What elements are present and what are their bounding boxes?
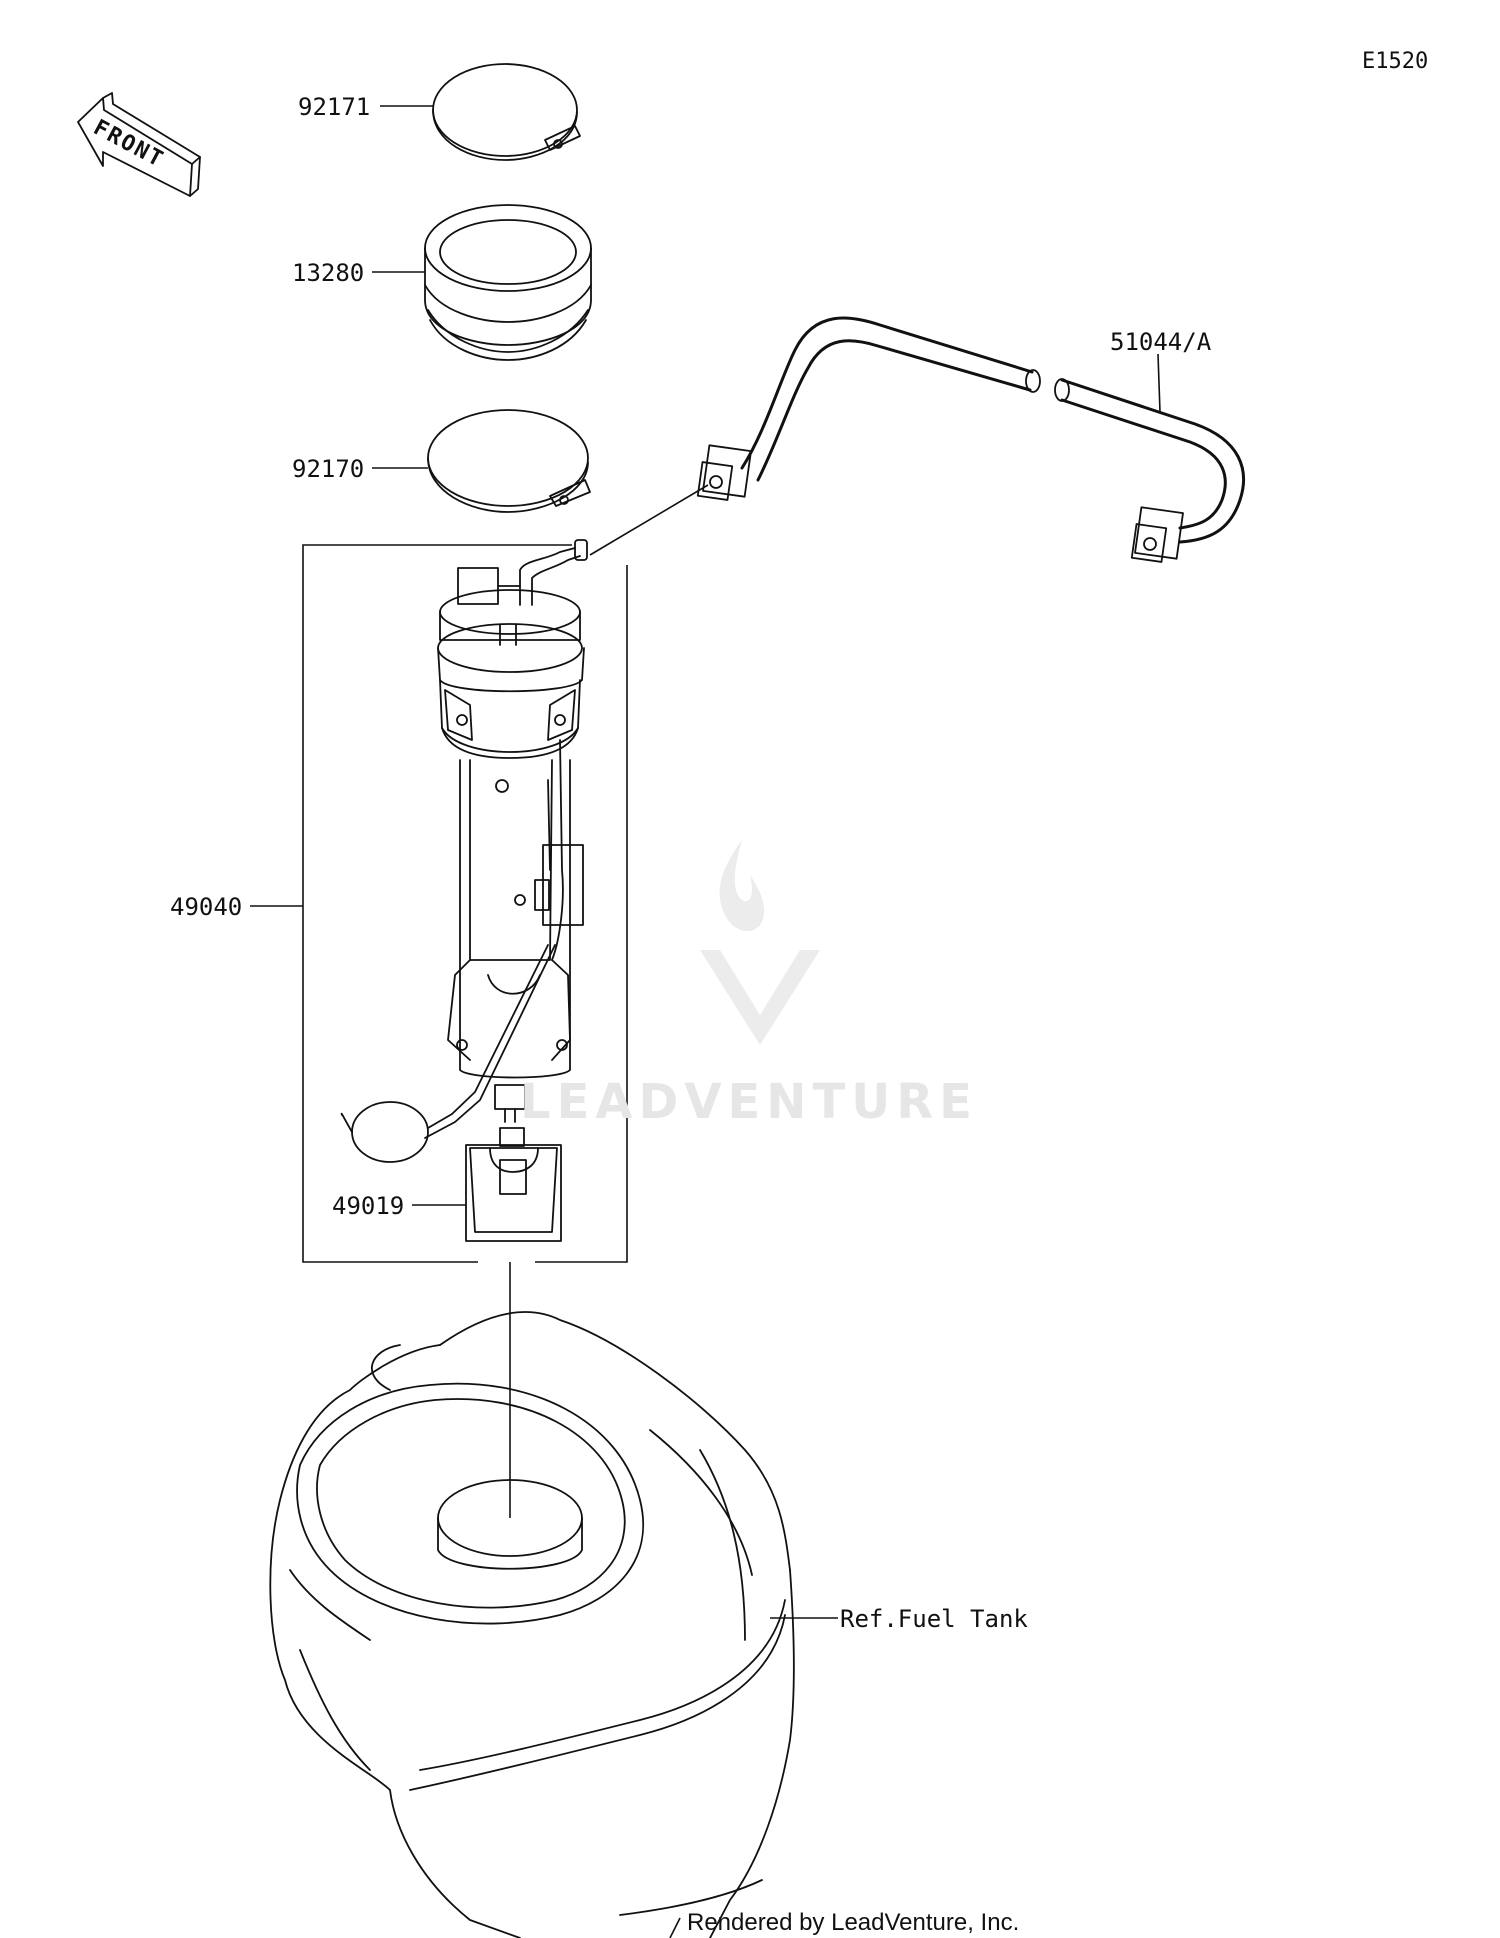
part-label-49019[interactable]: 49019 <box>332 1192 404 1220</box>
diagram-code: E1520 <box>1362 49 1428 74</box>
part-label-49040[interactable]: 49040 <box>170 893 242 921</box>
part-label-51044-a[interactable]: 51044/A <box>1110 328 1212 356</box>
fuel-tank-reference <box>269 1311 795 1938</box>
clamp-upper-part[interactable] <box>432 63 581 161</box>
hose-connector-right-icon <box>1130 506 1184 563</box>
part-label-92170[interactable]: 92170 <box>292 455 364 483</box>
leader-credit <box>669 1917 681 1938</box>
assembly-bracket-right <box>535 565 628 1263</box>
assembly-bracket-left <box>302 544 572 1263</box>
leader-51044 <box>1157 353 1161 413</box>
front-arrow-icon: FRONT <box>77 92 201 197</box>
fuel-hose-part[interactable] <box>696 316 1245 563</box>
part-label-92171[interactable]: 92171 <box>298 93 370 121</box>
hose-connector-left-icon <box>696 444 752 501</box>
render-credit: Rendered by LeadVenture, Inc. <box>687 1909 1019 1936</box>
part-label-13280[interactable]: 13280 <box>292 259 364 287</box>
fuel-pump-assembly-part[interactable] <box>340 539 588 1163</box>
watermark-text: LEADVENTURE <box>520 1074 978 1130</box>
gasket-part[interactable] <box>424 204 592 361</box>
filter-part[interactable] <box>465 1127 562 1242</box>
leader-hose-connection <box>589 484 709 556</box>
clamp-lower-part[interactable] <box>427 409 591 513</box>
leadventure-watermark: LEADVENTURE <box>520 840 978 1130</box>
reference-label-fuel-tank[interactable]: Ref.Fuel Tank <box>840 1605 1028 1633</box>
